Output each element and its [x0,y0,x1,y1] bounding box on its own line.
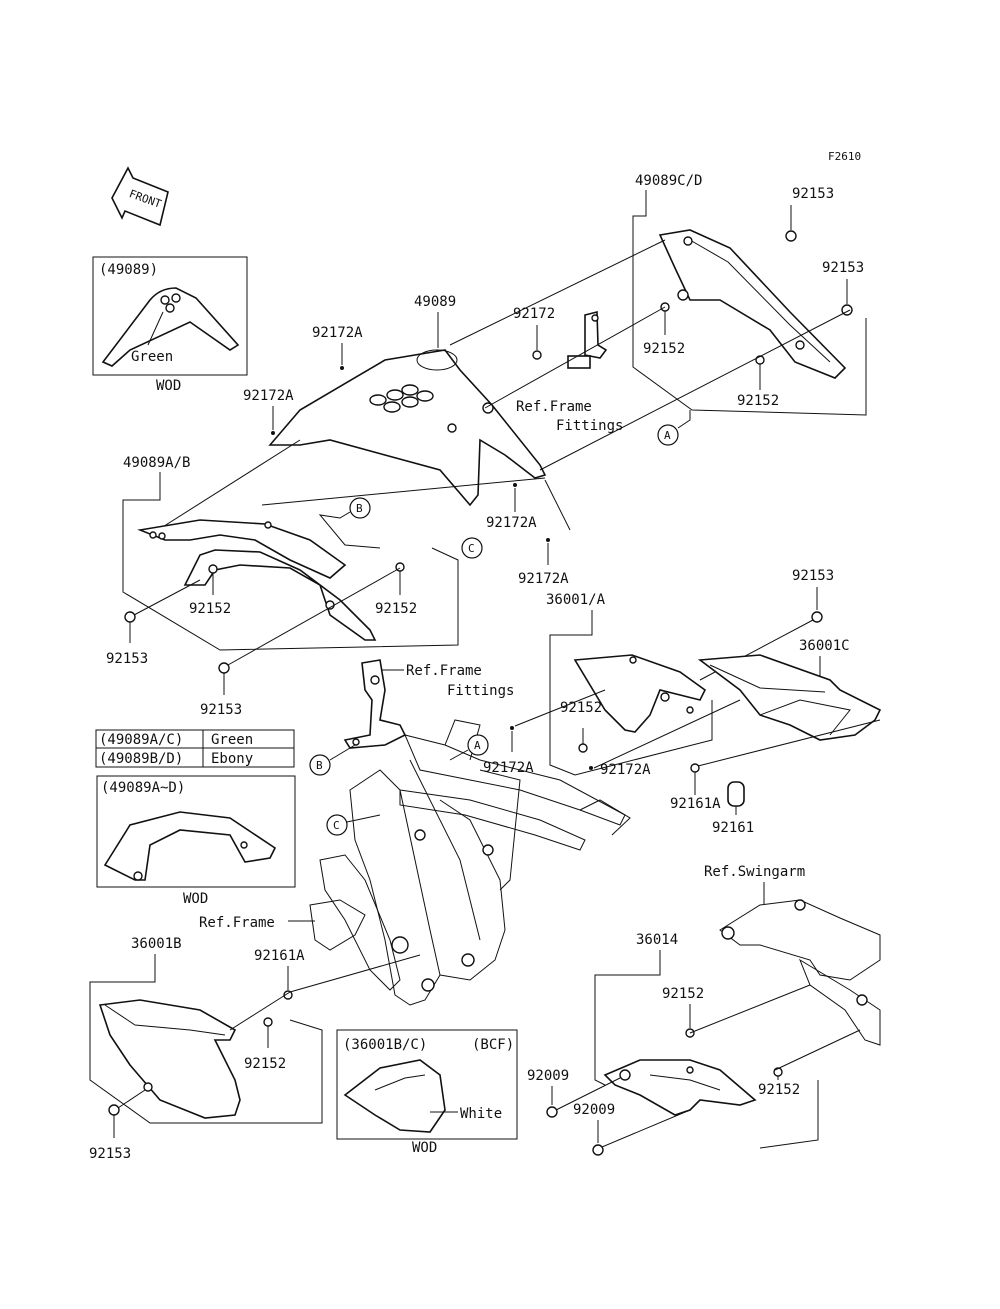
callout-A-top [657,424,679,446]
inset-36001BC-title: (36001B/C) [343,1037,427,1053]
label-92009-b: 92009 [573,1102,615,1118]
label-92153-a: 92153 [792,186,834,202]
svg-text:B: B [316,759,323,772]
inset-36001BC-tag: (BCF) [472,1037,514,1053]
front-arrow-icon: FRONT [111,166,169,227]
color-table: (49089A/C) Green (49089B/D) Ebony [95,729,295,768]
part-36001A [573,654,707,733]
label-92161A-a: 92161A [670,796,721,812]
inset-49089: (49089) Green WOD [92,256,248,394]
label-92161: 92161 [712,820,754,836]
swingarm [719,899,881,1046]
label-92153-b: 92153 [822,260,864,276]
inset-49089-title: (49089) [99,262,158,278]
part-36014 [603,1059,757,1116]
color-table-row1-code: (49089A/C) [99,732,183,748]
label-92152-b: 92152 [737,393,779,409]
label-92172-top: 92172 [513,306,555,322]
figure-code: F2610 [828,150,861,163]
inset-36001BC: (36001B/C) (BCF) White WOD [336,1029,518,1156]
ref-frame-fittings-1a: Ref.Frame [516,399,592,415]
label-92172A-d: 92172A [518,571,569,587]
svg-text:A: A [664,429,671,442]
part-49089CD [658,229,847,379]
label-49089CD: 49089C/D [635,173,702,189]
inset-36001BC-color: White [460,1106,502,1122]
part-36001B [98,999,241,1119]
frame-assembly [309,719,631,1006]
label-36001A: 36001/A [546,592,606,608]
callout-B-top [349,497,371,519]
label-92153-e: 92153 [792,568,834,584]
ref-swingarm: Ref.Swingarm [704,864,805,880]
tank-cover-inset-shape [101,287,240,367]
part-49089 [268,349,547,507]
part-49089AB [137,519,377,641]
inset-49089AD-footer: WOD [183,891,208,907]
label-92153-f: 92153 [89,1146,131,1162]
label-92152-a: 92152 [643,341,685,357]
ref-frame: Ref.Frame [199,915,275,931]
callout-C-top [461,537,483,559]
color-table-row2-code: (49089B/D) [99,751,183,767]
label-92153-d: 92153 [200,702,242,718]
inset-49089A-D: (49089A~D) WOD [96,775,296,907]
label-49089: 49089 [414,294,456,310]
inset-49089AD-title: (49089A~D) [101,780,185,796]
label-92172A-b: 92172A [243,388,294,404]
inset-49089-footer: WOD [156,378,181,394]
svg-text:A: A [474,739,481,752]
frame-fitting-top [567,310,608,369]
callout-B-mid [309,754,331,776]
inset-49089-color: Green [131,349,173,365]
svg-text:B: B [356,502,363,515]
part-36001C [697,654,882,741]
color-table-row2-color: Ebony [211,751,253,767]
label-92172A-c: 92172A [486,515,537,531]
label-92152-c: 92152 [189,601,231,617]
label-92152-f: 92152 [244,1056,286,1072]
label-92172A-a: 92172A [312,325,363,341]
label-49089AB: 49089A/B [123,455,190,471]
label-36001C: 36001C [799,638,850,654]
ref-frame-fittings-2a: Ref.Frame [406,663,482,679]
label-92152-e: 92152 [560,700,602,716]
label-92161A-b: 92161A [254,948,305,964]
frame-fitting-middle [343,659,407,749]
svg-text:C: C [333,819,340,832]
label-92172A-f: 92172A [600,762,651,778]
color-table-row1-color: Green [211,732,253,748]
ref-frame-fittings-1b: Fittings [556,418,623,434]
svg-text:C: C [468,542,475,555]
label-92153-c: 92153 [106,651,148,667]
ref-frame-fittings-2b: Fittings [447,683,514,699]
label-36014: 36014 [636,932,678,948]
label-92152-g: 92152 [662,986,704,1002]
label-36001B: 36001B [131,936,182,952]
callout-C-mid [326,814,348,836]
callout-A-mid [467,734,489,756]
label-92009-a: 92009 [527,1068,569,1084]
label-92152-h: 92152 [758,1082,800,1098]
label-92152-d: 92152 [375,601,417,617]
inset-36001BC-footer: WOD [412,1140,437,1156]
